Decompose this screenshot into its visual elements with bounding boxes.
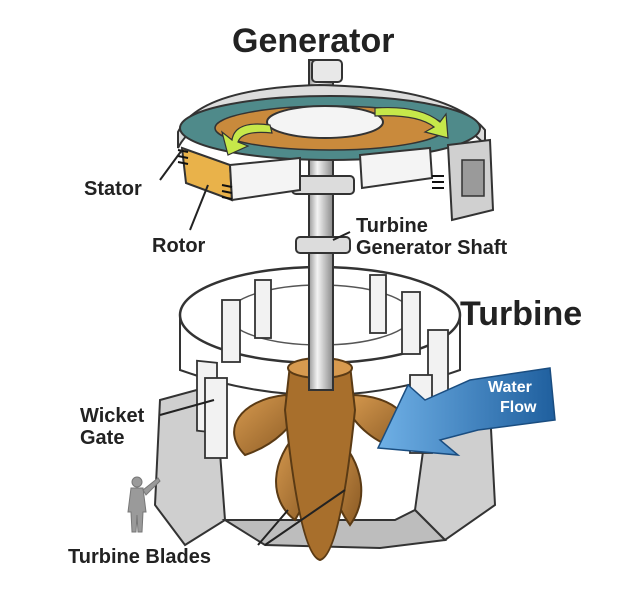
shaft-cap: [311, 59, 343, 83]
human-scale-figure: [127, 476, 161, 533]
leader-lines: [159, 149, 351, 546]
generator-terminal-panel: [461, 159, 485, 197]
wicket-leader: [159, 399, 215, 416]
shaft-label-line2: Generator Shaft: [356, 237, 507, 259]
rotor-label: Rotor: [152, 235, 206, 257]
shaft-coupling: [295, 236, 351, 254]
wicket-gate-vane: [401, 291, 421, 355]
generator-title: Generator: [232, 22, 395, 60]
water-flow-indicator: Water Flow: [376, 367, 556, 456]
stator-label: Stator: [84, 178, 142, 200]
stator-leader: [159, 149, 183, 181]
turbine-hub: [283, 364, 357, 562]
stator-segments: [228, 156, 301, 202]
blades-leader-1: [257, 509, 289, 546]
stator-slots: [177, 149, 444, 200]
blades-leader-2: [264, 489, 346, 546]
generator-assembly: [177, 83, 495, 222]
stator-segments: [358, 146, 434, 190]
water-flow-label-line1: Water: [488, 379, 532, 396]
turbine-title: Turbine: [460, 295, 582, 333]
wicket-gate-vane: [204, 377, 228, 459]
shaft-leader: [332, 231, 351, 241]
water-flow-label-line2: Flow: [500, 399, 537, 416]
rotation-arrow-left: [220, 123, 273, 156]
turbine-blades-label: Turbine Blades: [68, 546, 211, 568]
wicket-gate-vane: [369, 274, 387, 334]
generator-center-plate: [266, 105, 384, 139]
wicket-gate-label-line2: Gate: [80, 427, 124, 449]
rotor-leader: [189, 184, 209, 231]
wicket-gate-vane: [254, 279, 272, 339]
wicket-gate-label-line1: Wicket: [80, 405, 145, 427]
rotation-arrow-right: [374, 106, 449, 139]
shaft-label-line1: Turbine: [356, 215, 428, 237]
wicket-gate-vane: [221, 299, 241, 363]
shaft-coupling: [291, 175, 355, 195]
water-flow-arrow: [376, 367, 556, 456]
